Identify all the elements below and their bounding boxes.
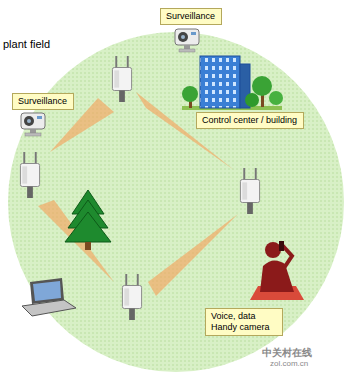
radio-unit <box>112 56 131 102</box>
box-text: Surveillance <box>18 96 67 107</box>
tree-crown <box>252 76 272 96</box>
person-arm <box>283 246 292 268</box>
label-box: Control center / building <box>196 112 304 129</box>
radio-unit <box>122 274 141 320</box>
area-label: plant field <box>3 38 50 50</box>
radio-beam <box>148 214 238 296</box>
tree-crown <box>245 93 259 107</box>
radio-unit <box>240 168 259 214</box>
label-box: Voice, data Handy camera <box>205 308 283 336</box>
tree-crown <box>182 86 198 102</box>
pine-tree <box>65 190 111 250</box>
control-building <box>182 56 283 110</box>
laptop <box>22 278 76 316</box>
surveillance-camera <box>21 113 45 136</box>
laptop-screen <box>33 281 61 301</box>
surveillance-camera <box>175 29 199 52</box>
person-with-phone <box>250 241 304 300</box>
pine-trunk <box>85 242 91 250</box>
radio-unit <box>20 152 39 198</box>
plant-field-area <box>8 32 344 372</box>
pine-layer <box>65 212 111 242</box>
box-text: Surveillance <box>166 11 215 22</box>
person-head <box>265 242 281 258</box>
tree-crown <box>269 91 283 105</box>
laptop-lid <box>30 278 64 304</box>
box-text: Control center / building <box>202 115 297 126</box>
label-box: Surveillance <box>12 93 74 110</box>
watermark: 中关村在线 <box>262 346 312 360</box>
box-text: Voice, data Handy camera <box>211 311 277 333</box>
phone <box>279 241 284 251</box>
watermark: zol.com.cn <box>270 359 308 368</box>
person-body <box>260 260 294 292</box>
building-front <box>200 56 240 108</box>
label-box: Surveillance <box>160 8 222 25</box>
laptop-base <box>22 300 76 316</box>
